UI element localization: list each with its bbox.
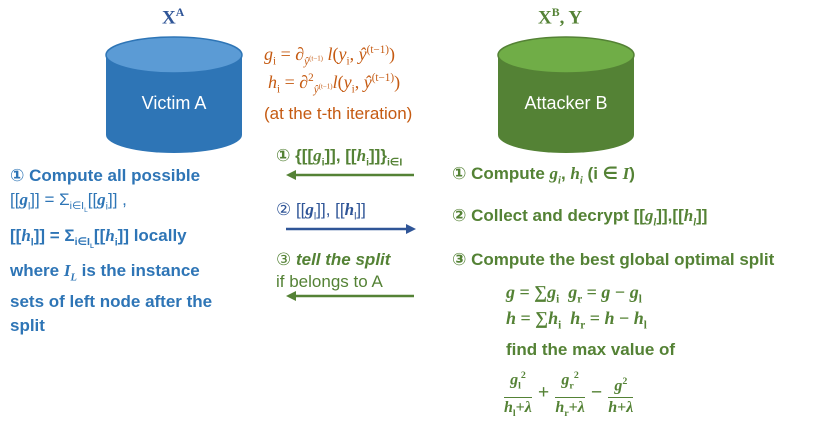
victim-step-1-line-4: where IL is the instance xyxy=(10,261,200,284)
message-3-label-1: ③ tell the split xyxy=(276,250,391,269)
attacker-find-text: find the max value of xyxy=(506,340,676,359)
victim-step-1-line-2: [[gl]] = Σi∈IL[[gi]] , xyxy=(10,190,127,215)
attacker-heading-suffix: , Y xyxy=(559,7,583,29)
attacker-heading-var: X xyxy=(538,7,552,29)
iteration-note: (at the t-th iteration) xyxy=(264,104,413,123)
victim-step-1-line-5: sets of left node after the xyxy=(10,292,213,312)
victim-heading-sup: A xyxy=(175,6,185,19)
attacker-heading: XB, Y xyxy=(538,6,582,29)
victim-cylinder-label: Victim A xyxy=(141,93,207,113)
attacker-heading-sup: B xyxy=(551,6,560,19)
attacker-formula-g: g = ∑gi gr = g − gl xyxy=(506,282,642,306)
attacker-formula-h: h = ∑hi hr = h − hl xyxy=(506,308,647,332)
hessian-equation: hi = ∂2ŷ(t−1)l(yi, ŷ(t−1)) xyxy=(268,72,401,96)
attacker-step-1: ① Compute gi, hi (i ∈ I) xyxy=(452,164,635,187)
message-1-label: ① {[[gi]], [[hi]]}i∈I xyxy=(276,146,403,169)
message-1-arrow xyxy=(286,170,414,180)
attacker-step-2: ② Collect and decrypt [[gl]],[[hl]] xyxy=(452,206,708,229)
attacker-cylinder-shape xyxy=(497,36,635,153)
gradient-equation: gi = ∂ŷ(t−1) l(yi, ŷ(t−1)) xyxy=(264,44,396,68)
message-3-emph: tell the split xyxy=(295,250,391,269)
attacker-cylinder-label: Attacker B xyxy=(524,93,608,113)
victim-step-1-line-1: ① Compute all possible xyxy=(10,166,201,185)
message-2-arrow xyxy=(286,224,416,234)
victim-step-1-line-6: split xyxy=(10,316,45,336)
message-3-label-2: if belongs to A xyxy=(276,272,383,291)
attacker-step-3: ③ Compute the best global optimal split xyxy=(452,250,775,269)
victim-database-icon: Victim A xyxy=(104,35,244,155)
victim-step-1: ① Compute all possible [[gl]] = Σi∈IL[[g… xyxy=(10,164,212,338)
victim-cylinder-shape xyxy=(105,36,243,153)
attacker-database-icon: Attacker B xyxy=(496,35,636,155)
message-2-label: ② [[gl]], [[hl]] xyxy=(276,200,366,223)
victim-step-1-line-3: [[hl]] = Σi∈IL[[hi]] locally xyxy=(10,225,187,251)
victim-heading-var: X xyxy=(162,7,176,29)
victim-heading: XA xyxy=(162,6,184,29)
message-3-arrow xyxy=(286,291,414,301)
